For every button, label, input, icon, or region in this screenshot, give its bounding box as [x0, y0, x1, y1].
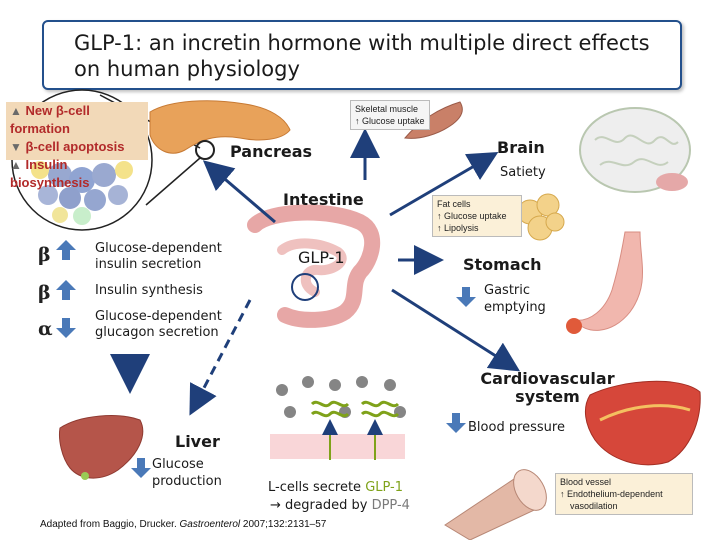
down-arrow-icon	[456, 287, 476, 307]
beta-symbol: β	[38, 282, 51, 304]
pancreas-label: Pancreas	[230, 142, 313, 161]
pancreas-effect-1: Glucose-dependent insulin secretion	[95, 241, 222, 272]
skeletal-line-1: Skeletal muscle	[355, 104, 419, 114]
down-arrow-icon: ▼	[10, 140, 22, 154]
skeletal-line-2: Glucose uptake	[362, 116, 425, 126]
pancreas-effect-2: Insulin synthesis	[95, 283, 203, 298]
l-cells-glp1: GLP-1	[365, 480, 404, 495]
fat-cells-illustration	[517, 193, 565, 241]
citation-prefix: Adapted from Baggio, Drucker.	[40, 519, 180, 530]
beta-line-3: Insulin biosynthesis	[10, 157, 90, 190]
citation-suffix: 2007;132:2131–57	[240, 519, 327, 530]
l-cells-illustration	[270, 376, 406, 460]
fat-line-3: Lipolysis	[444, 223, 479, 233]
satiety-text: Satiety	[500, 165, 546, 180]
up-arrow-icon: ↑	[560, 489, 568, 499]
brain-label: Brain	[497, 138, 545, 157]
up-arrow-icon	[56, 280, 76, 300]
alpha-symbol: α	[38, 318, 53, 340]
l-cells-caption: L-cells secrete GLP-1 → degraded by DPP-…	[268, 479, 410, 515]
beta-line-1: New β-cell formation	[10, 103, 90, 136]
fat-line-1: Fat cells	[437, 199, 471, 209]
cardiovascular-label: Cardiovascular system	[480, 369, 615, 406]
down-arrow-icon	[56, 318, 76, 338]
beta-symbol: β	[38, 244, 51, 266]
l-cells-dpp4: DPP-4	[371, 498, 410, 513]
beta-line-2: β-cell apoptosis	[25, 139, 125, 154]
liver-label: Liver	[175, 432, 220, 451]
pancreas-illustration	[149, 100, 291, 160]
down-arrow-icon	[446, 413, 466, 433]
brain-illustration	[579, 107, 691, 193]
vessel-line-2: Endothelium-dependent	[567, 489, 663, 499]
citation-footnote: Adapted from Baggio, Drucker. Gastroente…	[40, 519, 326, 530]
up-arrow-icon: ▲	[10, 104, 22, 118]
liver-illustration	[59, 415, 144, 480]
up-arrow-icon: ↑	[437, 223, 445, 233]
gastric-emptying-text: Gastric emptying	[484, 283, 546, 315]
skeletal-muscle-box: Skeletal muscle ↑ Glucose uptake	[350, 100, 430, 130]
up-arrow-icon: ▲	[10, 158, 22, 172]
glp1-label: GLP-1	[298, 248, 345, 267]
fat-cells-box: Fat cells ↑ Glucose uptake ↑ Lipolysis	[432, 195, 522, 237]
up-arrow-icon: ↑	[437, 211, 445, 221]
blood-vessel-illustration	[444, 469, 547, 540]
pancreas-effect-3: Glucose-dependent glucagon secretion	[95, 309, 222, 340]
beta-cell-effects-box: ▲ New β-cell formation ▼ β-cell apoptosi…	[6, 102, 148, 190]
down-arrow-icon	[131, 458, 151, 478]
heart-vessel-illustration	[584, 380, 701, 466]
l-cells-degraded: → degraded by	[270, 498, 372, 513]
stomach-label: Stomach	[463, 255, 542, 274]
blood-pressure-text: Blood pressure	[468, 420, 565, 435]
vessel-line-1: Blood vessel	[560, 477, 612, 487]
blood-vessel-box: Blood vessel ↑ Endothelium-dependent vas…	[555, 473, 693, 515]
up-arrow-icon: ↑	[355, 116, 363, 126]
vessel-line-3: vasodilation	[570, 501, 618, 511]
intestine-illustration	[247, 204, 381, 328]
title-frame	[42, 20, 682, 90]
glucose-production-text: Glucose production	[152, 457, 222, 489]
citation-journal: Gastroenterol	[179, 519, 241, 530]
stomach-illustration	[566, 231, 643, 334]
slide-title: GLP-1: an incretin hormone with multiple…	[74, 31, 650, 81]
fat-line-2: Glucose uptake	[444, 211, 507, 221]
intestine-label: Intestine	[283, 190, 364, 209]
up-arrow-icon	[56, 240, 76, 260]
l-cells-prefix: L-cells secrete	[268, 480, 366, 495]
